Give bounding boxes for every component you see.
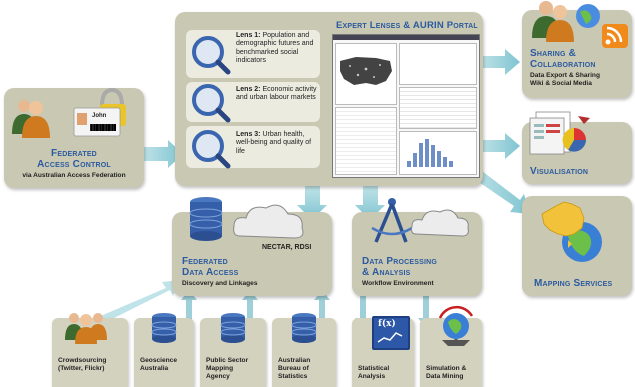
lens-3-text: Lens 3: Urban health, well-being and qua… <box>236 131 312 155</box>
data-access-subtitle: Discovery and Linkages <box>182 280 258 287</box>
database-icon <box>151 313 177 343</box>
arrow-abs-up <box>314 290 330 322</box>
function-chart-icon: f(x) <box>372 316 410 350</box>
arrow-psma-up <box>242 290 258 322</box>
id-card-icon <box>73 87 126 137</box>
globe-map-icon <box>541 201 602 262</box>
portal-screenshot <box>332 34 480 178</box>
id-card-name: John <box>92 113 107 119</box>
compass-cloud-icon <box>371 198 469 243</box>
processing-title: Data Processing & Analysis <box>362 256 438 278</box>
magnifier-icon <box>192 130 231 169</box>
rss-icon <box>602 24 628 48</box>
chart-document-icon <box>529 111 590 155</box>
lens-2-text: Lens 2: Economic activity and urban labo… <box>236 86 317 102</box>
database-icon <box>220 313 246 343</box>
sharing-title: Sharing & Collaboration <box>530 48 596 70</box>
arrow-portal-to-mapping <box>470 168 530 214</box>
visualisation-title: Visualisation <box>530 166 589 177</box>
processing-subtitle: Workflow Environment <box>362 280 434 287</box>
users-icon <box>12 100 50 138</box>
database-cloud-icon <box>189 197 304 241</box>
database-icon <box>291 313 317 343</box>
users-icon <box>65 313 107 344</box>
lens-1-text: Lens 1: Population and demographic futur… <box>236 32 314 65</box>
arrow-geoscience-up <box>181 290 197 322</box>
histogram-thumbnail <box>407 139 453 167</box>
arrow-access-to-portal <box>143 140 183 168</box>
magnifier-icon <box>192 84 231 123</box>
cloud-icon <box>411 209 469 237</box>
formula-text: f(x) <box>378 319 396 329</box>
arrow-portal-to-sharing <box>480 49 520 75</box>
portal-title: Expert Lenses & AURIN Portal <box>336 20 478 31</box>
source-crowdsourcing-label: Crowdsourcing(Twitter, Flickr) <box>58 357 107 372</box>
compass-icon <box>371 198 413 243</box>
data-access-title: Federated Data Access <box>182 256 239 278</box>
mapping-title: Mapping Services <box>534 278 613 289</box>
sharing-subtitle: Data Export & Sharing Wiki & Social Medi… <box>530 72 600 87</box>
arrow-portal-to-data-access <box>297 186 327 220</box>
database-icon <box>189 197 223 241</box>
arrow-crowd-to-data-access <box>96 280 180 324</box>
globe-simulation-icon <box>438 305 474 346</box>
cloud-label: NECTAR, RDSI <box>262 244 312 251</box>
arrow-portal-to-visualisation <box>480 133 520 159</box>
access-control-subtitle: via Australian Access Federation <box>22 172 126 179</box>
access-control-title: Federated Access Control <box>37 148 111 170</box>
arrow-portal-to-processing <box>355 186 385 220</box>
sharing-icons <box>532 1 628 48</box>
usa-map-thumbnail <box>340 57 392 85</box>
tool-simulation-label: Simulation &Data Mining <box>426 365 467 380</box>
magnifier-icon <box>192 36 231 75</box>
cloud-icon <box>233 204 304 239</box>
